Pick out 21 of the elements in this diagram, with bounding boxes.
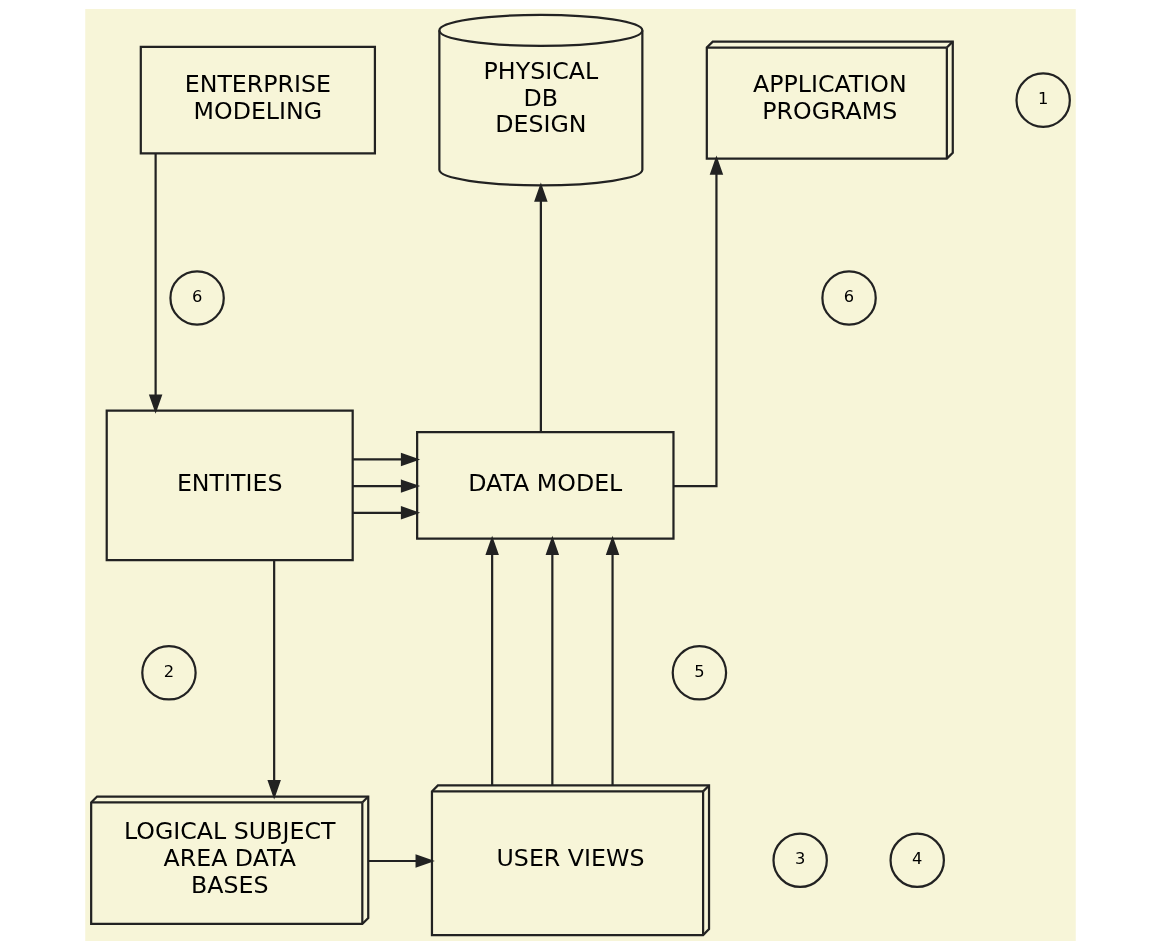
node-circle: 1: [1014, 71, 1071, 128]
arrow: [148, 153, 162, 414]
arrow: [484, 535, 499, 785]
arrow: [367, 853, 435, 868]
arrow: [545, 535, 559, 785]
arrow: [352, 505, 420, 520]
arrow: [605, 535, 619, 785]
node-circle: 3: [771, 831, 828, 888]
arrow: [352, 478, 420, 493]
arrow: [352, 452, 420, 466]
node-circle: 2: [140, 644, 197, 701]
arrow: [266, 559, 281, 799]
arrow: [533, 181, 548, 432]
node-box: DATA MODEL: [415, 430, 675, 540]
node-circle: 5: [671, 644, 727, 701]
node-box: ENTITIES: [105, 408, 354, 561]
node-box: ENTERPRISE MODELING: [139, 45, 376, 155]
node-circle: 6: [820, 269, 877, 326]
node-circle: 6: [168, 269, 225, 326]
node-circle: 4: [888, 831, 945, 888]
arrow: [673, 154, 723, 487]
